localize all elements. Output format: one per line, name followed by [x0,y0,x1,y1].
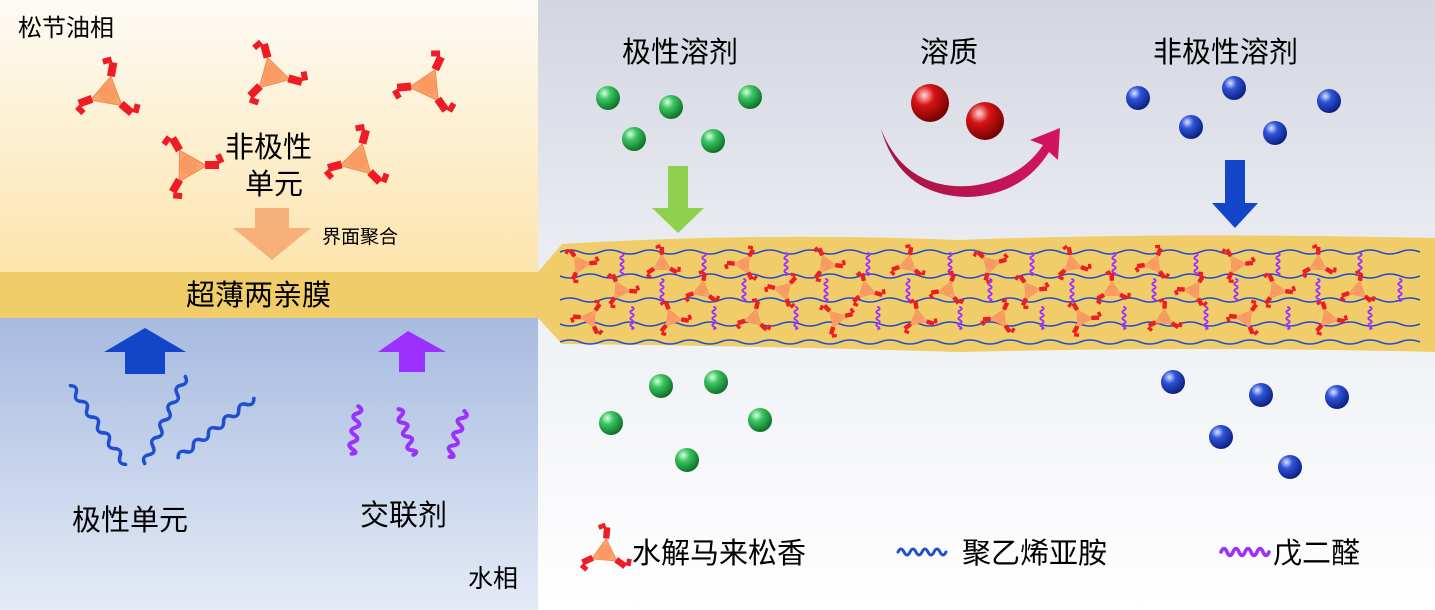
green-sphere-icon [704,370,728,394]
membrane-network [554,236,1421,345]
green-sphere-icon [748,408,772,432]
polar-solvent-top [596,85,762,153]
green-sphere-icon [659,95,683,119]
red-sphere-icon [966,102,1004,140]
nonpolar-solvent-label: 非极性溶剂 [1153,35,1298,69]
crosslinker-label: 交联剂 [360,498,447,532]
blue-sphere-icon [1126,86,1150,110]
legend-pei-icon [896,547,948,557]
blue-sphere-icon [1222,76,1246,100]
legend-glutaraldehyde-icon [1219,546,1271,558]
blue-sphere-icon [1179,115,1203,139]
polar-unit-up-arrow-icon [104,328,186,374]
nonpolar-unit-label-line2: 单元 [245,167,303,201]
nonpolar-solvent-down-arrow-icon [1212,160,1258,228]
polar-solvent-bottom [599,370,772,472]
network-pei-line [559,339,1421,345]
nonpolar-solvent-bottom [1161,370,1349,479]
interfacial-arrow-icon [233,208,311,260]
green-sphere-icon [622,127,646,151]
solute-spheres [911,84,1004,140]
green-sphere-icon [599,411,623,435]
green-sphere-icon [701,129,725,153]
blue-sphere-icon [1209,425,1233,449]
blue-sphere-icon [1317,89,1341,113]
legend-pei-label: 聚乙烯亚胺 [962,536,1107,570]
polar-solvent-down-arrow-icon [652,166,704,233]
membrane-label: 超薄两亲膜 [186,278,331,312]
polar-unit-label: 极性单元 [72,503,188,537]
interfacial-polymerization-label: 界面聚合 [322,226,398,248]
blue-sphere-icon [1278,455,1302,479]
blue-sphere-icon [1325,385,1349,409]
solute-rejection-arc-icon [881,128,1060,197]
green-sphere-icon [675,448,699,472]
legend-rosin-label: 水解马来松香 [632,536,806,570]
solute-label: 溶质 [920,35,978,69]
blue-sphere-icon [1249,383,1273,407]
nonpolar-solvent-top [1126,76,1341,145]
green-sphere-icon [596,86,620,110]
legend-glutaraldehyde-label: 戊二醛 [1273,536,1360,570]
network-pei-line [559,321,1421,327]
oil-phase-label: 松节油相 [18,14,114,42]
green-sphere-icon [738,85,762,109]
crosslinker-up-arrow-icon [378,331,446,372]
water-phase-label: 水相 [468,564,518,593]
blue-sphere-icon [1161,370,1185,394]
green-sphere-icon [649,374,673,398]
water-phase-region [0,318,538,610]
red-sphere-icon [911,84,949,122]
polar-solvent-label: 极性溶剂 [622,35,738,69]
nonpolar-unit-label-line1: 非极性 [225,130,312,164]
blue-sphere-icon [1263,121,1287,145]
network-pei-line [559,297,1421,303]
